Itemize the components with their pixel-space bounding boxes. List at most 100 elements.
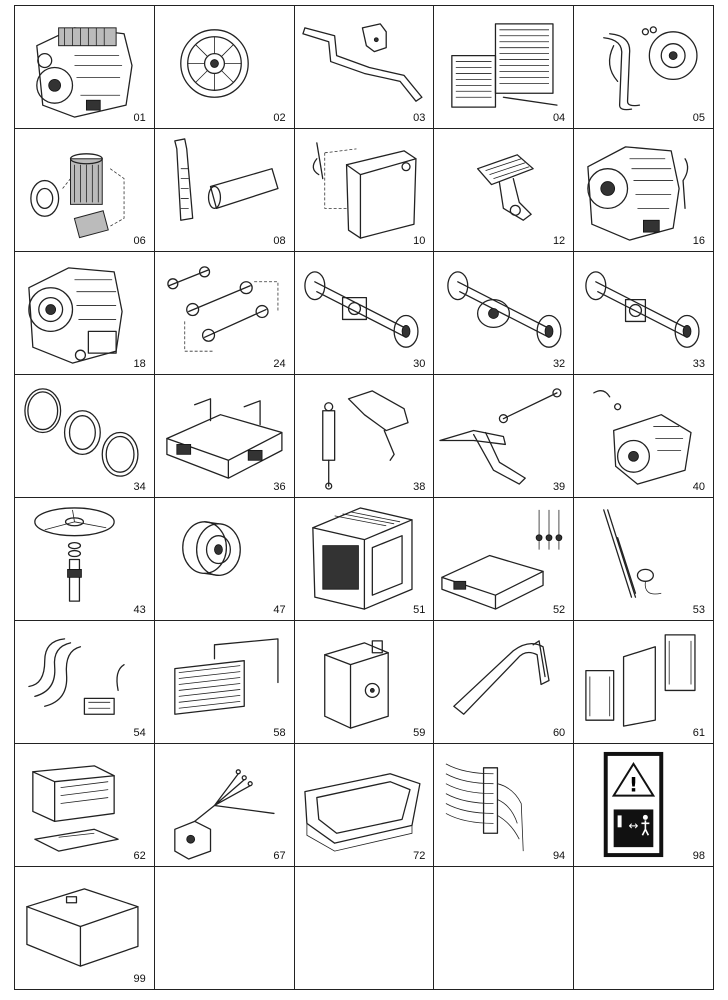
part-number: 02 xyxy=(273,112,286,124)
cooler-icon xyxy=(173,638,279,715)
linkage-icon xyxy=(439,388,562,485)
panels-icon xyxy=(585,634,696,727)
wiper-icon xyxy=(603,509,662,598)
catalog-cell[interactable]: 33 xyxy=(574,252,714,375)
cab-icon xyxy=(311,507,413,610)
catalog-cell[interactable]: 05 xyxy=(574,6,714,129)
part-number: 72 xyxy=(413,850,426,862)
catalog-cell[interactable]: 62 xyxy=(15,744,155,867)
toolbox-icon xyxy=(26,888,139,967)
catalog-cell[interactable]: 02 xyxy=(154,6,295,129)
part-number: 67 xyxy=(273,850,286,862)
catalog-cell[interactable]: 12 xyxy=(434,129,575,252)
part-number: 60 xyxy=(552,727,566,739)
catalog-cell[interactable]: 94 xyxy=(434,744,575,867)
transmission-assembly-icon xyxy=(28,267,123,364)
part-number: 04 xyxy=(552,112,566,124)
hydraulic-lines-icon xyxy=(446,763,525,852)
catalog-cell[interactable]: 38 xyxy=(294,375,435,498)
part-number: 01 xyxy=(133,112,146,124)
catalog-cell[interactable]: 51 xyxy=(294,498,435,621)
fender-icon xyxy=(453,640,551,715)
catalog-cell[interactable]: 01 xyxy=(15,6,155,129)
wheel-hub-icon xyxy=(181,521,241,577)
warning-mark: ! xyxy=(629,774,638,797)
catalog-cell[interactable]: 43 xyxy=(15,498,155,621)
exhaust-muffler-icon xyxy=(173,138,279,221)
catalog-cell[interactable]: 58 xyxy=(154,621,295,744)
catalog-cell[interactable]: 08 xyxy=(154,129,295,252)
drive-shafts-icon xyxy=(167,266,279,352)
catalog-cell[interactable]: 59 xyxy=(294,621,435,744)
catalog-cell[interactable]: 60 xyxy=(434,621,575,744)
catalog-cell[interactable]: 67 xyxy=(154,744,295,867)
catalog-cell[interactable]: 53 xyxy=(574,498,714,621)
part-number: 52 xyxy=(552,604,566,616)
axle-assembly-icon xyxy=(585,271,700,348)
part-number: 05 xyxy=(692,112,705,124)
catalog-cell[interactable]: 04 xyxy=(434,6,575,129)
catalog-cell[interactable]: 36 xyxy=(154,375,295,498)
empty-cell xyxy=(294,867,435,990)
empty-cell xyxy=(154,867,295,990)
hydraulic-pump-hoses-icon xyxy=(603,26,698,111)
catalog-cell[interactable]: 06 xyxy=(15,129,155,252)
part-number: 47 xyxy=(273,604,286,616)
catalog-cell[interactable]: 47 xyxy=(154,498,295,621)
catalog-cell[interactable]: 52 xyxy=(434,498,575,621)
part-number: 06 xyxy=(133,235,146,247)
part-number: 40 xyxy=(692,481,705,493)
part-number: 98 xyxy=(692,850,705,862)
catalog-cell[interactable]: 99 xyxy=(15,867,155,990)
catalog-cell[interactable]: 18 xyxy=(15,252,155,375)
part-number: 10 xyxy=(413,235,426,247)
part-number: 51 xyxy=(413,604,426,616)
part-number: 62 xyxy=(133,850,146,862)
part-number: 32 xyxy=(552,358,566,370)
catalog-cell[interactable]: ! ↔ 98 xyxy=(574,744,714,867)
battery-icon xyxy=(32,765,119,852)
engine-bracket-icon xyxy=(301,23,423,102)
part-number: 36 xyxy=(273,481,286,493)
part-number: 30 xyxy=(413,358,426,370)
frame-mounts-icon xyxy=(441,509,563,610)
air-filter-icon xyxy=(30,153,125,239)
part-number: 43 xyxy=(133,604,146,616)
hydraulic-cylinder-icon xyxy=(321,390,409,490)
wiring-harness-icon xyxy=(173,769,275,860)
radiator-icon xyxy=(451,23,558,108)
part-number: 24 xyxy=(273,358,286,370)
part-number: 39 xyxy=(552,481,566,493)
hoses-icon xyxy=(28,638,125,715)
part-number: 38 xyxy=(413,481,426,493)
oil-tank-icon xyxy=(323,640,389,729)
part-number: 03 xyxy=(413,112,426,124)
front-axle-icon xyxy=(303,271,419,348)
part-number: 12 xyxy=(552,235,566,247)
catalog-cell[interactable]: 72 xyxy=(294,744,435,867)
catalog-cell[interactable]: 16 xyxy=(574,129,714,252)
fan-pulley-icon xyxy=(179,29,249,98)
catalog-cell[interactable]: 61 xyxy=(574,621,714,744)
catalog-cell[interactable]: 03 xyxy=(294,6,435,129)
catalog-cell[interactable]: 34 xyxy=(15,375,155,498)
catalog-cell[interactable]: 54 xyxy=(15,621,155,744)
parts-catalog-grid: 01 02 03 04 xyxy=(14,5,714,990)
catalog-cell[interactable]: 30 xyxy=(294,252,435,375)
part-number: 99 xyxy=(133,973,146,985)
part-number: 59 xyxy=(413,727,426,739)
catalog-cell[interactable]: 10 xyxy=(294,129,435,252)
part-number: 18 xyxy=(133,358,146,370)
bucket-icon xyxy=(303,773,421,852)
catalog-cell[interactable]: 40 xyxy=(574,375,714,498)
warning-decal-icon: ! ↔ xyxy=(603,751,664,858)
hydraulic-motor-icon xyxy=(593,389,692,485)
part-number: 53 xyxy=(692,604,705,616)
part-number: 16 xyxy=(692,235,705,247)
catalog-cell[interactable]: 32 xyxy=(434,252,575,375)
catalog-cell[interactable]: 39 xyxy=(434,375,575,498)
catalog-cell[interactable]: 24 xyxy=(154,252,295,375)
transmission-icon xyxy=(587,146,689,241)
seal-rings-icon xyxy=(24,388,139,477)
part-number: 33 xyxy=(692,358,705,370)
